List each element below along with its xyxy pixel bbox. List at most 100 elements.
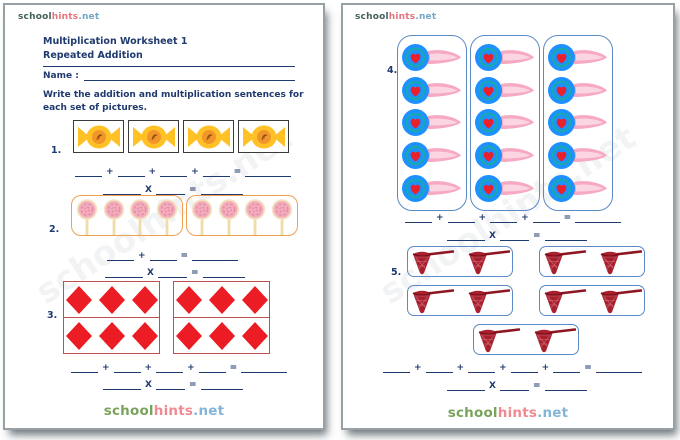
hairclip-icon <box>475 109 534 137</box>
diamond-group-box <box>173 317 270 354</box>
answer-blank <box>425 363 453 373</box>
site-logo-header: schoolhints.net <box>18 12 99 22</box>
name-blank-line <box>83 71 295 81</box>
diamond-icon <box>65 285 92 314</box>
answer-blank <box>202 167 230 177</box>
hairclip-icon <box>475 43 534 71</box>
answer-blank <box>198 363 226 373</box>
answer-blank <box>202 268 245 278</box>
equals-sign: = <box>233 167 242 177</box>
worksheet-title: Multiplication Worksheet 1 Repeated Addi… <box>43 35 187 63</box>
equals-sign: = <box>190 268 199 278</box>
problem-2-label: 2. <box>49 224 60 235</box>
plus-sign: + <box>138 251 146 261</box>
lollipop-icon <box>218 199 239 235</box>
logo-part-school: school <box>355 12 389 22</box>
answer-blank <box>447 381 485 391</box>
plus-sign: + <box>414 363 422 373</box>
answer-blank <box>544 381 587 391</box>
worksheet-page-2: schoolhints.net schoolhints.net 4. <box>341 3 675 430</box>
answer-blank <box>383 363 410 373</box>
hairclip-icon <box>548 109 607 137</box>
problem-2-picture-groups <box>71 195 298 236</box>
answer-blank <box>160 167 188 177</box>
hairclip-icon <box>548 76 607 104</box>
hairclip-icon <box>475 175 534 203</box>
answer-blank <box>149 251 177 261</box>
answer-blank <box>113 363 141 373</box>
net-group-box <box>539 285 645 316</box>
answer-blank <box>553 363 581 373</box>
problem-2-addition-sentence: += <box>107 251 239 261</box>
answer-blank <box>575 213 622 223</box>
net-icon <box>600 288 642 313</box>
net-icon <box>534 327 576 352</box>
plus-sign: + <box>148 167 157 177</box>
plus-sign: + <box>541 363 550 373</box>
plus-sign: + <box>499 363 507 373</box>
times-sign: X <box>145 380 152 390</box>
logo-part-school: school <box>103 403 154 419</box>
plus-sign: + <box>106 167 114 177</box>
equals-sign: = <box>563 213 572 223</box>
logo-part-net: .net <box>193 403 225 419</box>
answer-blank <box>103 185 141 195</box>
title-divider <box>43 66 295 67</box>
diamond-icon <box>208 285 235 314</box>
name-label: Name : <box>43 71 79 81</box>
lollipop-icon <box>244 199 266 235</box>
answer-blank <box>499 381 529 391</box>
answer-blank <box>155 185 185 195</box>
hairclip-icon <box>402 43 461 71</box>
diamond-icon <box>65 321 92 350</box>
equals-sign: = <box>188 380 197 390</box>
name-row: Name : <box>43 71 295 81</box>
plus-sign: + <box>521 213 529 223</box>
candy-icon <box>132 125 175 148</box>
site-logo-footer: schoolhints.net <box>5 403 323 419</box>
answer-blank <box>75 167 102 177</box>
problem-2-multiplication-sentence: X= <box>105 268 245 278</box>
net-group-box <box>407 285 513 316</box>
hairclip-icon <box>548 43 607 71</box>
answer-blank <box>490 213 518 223</box>
plus-sign: + <box>191 167 199 177</box>
problem-4-addition-sentence: + + + = <box>405 213 622 223</box>
diamond-icon <box>98 285 125 314</box>
net-icon <box>468 249 510 274</box>
candy-group-box <box>128 120 179 153</box>
net-icon <box>412 288 454 313</box>
plus-sign: + <box>102 363 110 373</box>
logo-part-net: .net <box>78 12 100 22</box>
net-icon <box>468 288 510 313</box>
answer-blank <box>595 363 642 373</box>
answer-blank <box>499 231 529 241</box>
lollipop-icon <box>103 199 124 235</box>
problem-1-multiplication-sentence: X= <box>103 185 243 195</box>
candy-group-box <box>73 120 124 153</box>
answer-blank <box>200 380 243 390</box>
plus-sign: + <box>456 363 465 373</box>
plus-sign: + <box>436 213 444 223</box>
plus-sign: + <box>144 363 153 373</box>
plus-sign: + <box>478 213 487 223</box>
logo-part-net: .net <box>415 12 437 22</box>
answer-blank <box>71 363 98 373</box>
problem-4-picture-groups <box>397 35 613 211</box>
answer-blank <box>241 363 288 373</box>
lollipop-icon <box>156 199 177 235</box>
answer-blank <box>157 268 187 278</box>
equals-sign: = <box>532 231 541 241</box>
answer-blank <box>447 231 485 241</box>
logo-part-hints: hints <box>497 405 538 421</box>
lollipop-group-box <box>186 195 298 236</box>
equals-sign: = <box>584 363 592 373</box>
times-sign: X <box>489 381 496 391</box>
hair-clip-group-box <box>397 35 467 211</box>
problem-3-addition-sentence: + + + = <box>71 363 288 373</box>
equals-sign: = <box>229 363 238 373</box>
diamond-group-box <box>173 281 270 318</box>
title-line-2: Repeated Addition <box>43 50 143 61</box>
hairclip-icon <box>548 142 607 170</box>
plus-sign: + <box>187 363 195 373</box>
